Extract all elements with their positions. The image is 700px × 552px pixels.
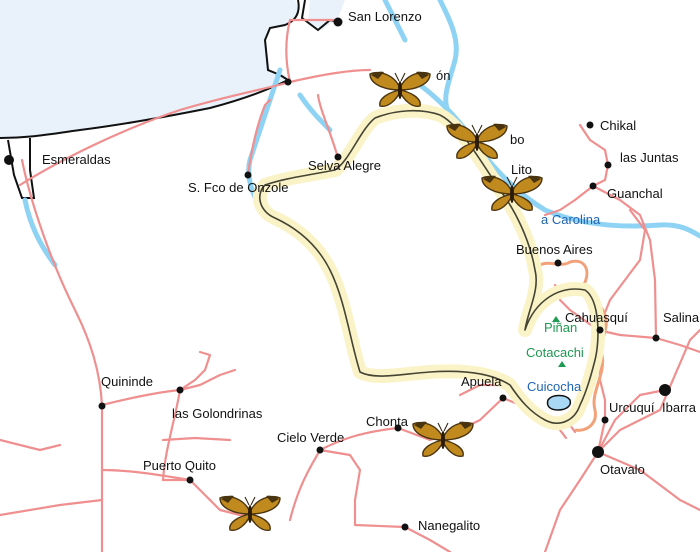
town-esmeraldas [4, 155, 14, 165]
reserve-boundary [259, 109, 599, 424]
label-lito-partial: Lito [511, 162, 532, 177]
town-junction-north [284, 78, 292, 86]
label-la-carolina: a Carolina [541, 212, 601, 227]
ocean-north [308, 0, 345, 30]
town-quininde [98, 402, 106, 410]
label-urcuqui: Urcuquí [609, 400, 655, 415]
town-san-lorenzo [333, 17, 343, 27]
label-san-lorenzo: San Lorenzo [348, 9, 422, 24]
town-s-fco-onzole [244, 171, 252, 179]
boundary-orange [539, 259, 608, 432]
butterfly-markers [219, 70, 543, 532]
label-bo-partial: bo [510, 132, 524, 147]
town-chonta [394, 424, 402, 432]
label-cuicocha: Cuicocha [527, 379, 582, 394]
label-ibarra: Ibarra [662, 400, 697, 415]
town-guanchal [589, 182, 597, 190]
town-urcuqui [601, 416, 609, 424]
label-esmeraldas: Esmeraldas [42, 152, 111, 167]
town-cielo-verde [316, 446, 324, 454]
peak-cotacachi-icon [558, 361, 566, 367]
town-las-juntas [604, 161, 612, 169]
label-chonta: Chonta [366, 414, 409, 429]
town-apuela [499, 394, 507, 402]
label-s-fco-onzole: S. Fco de Onzole [188, 180, 288, 195]
coastline [0, 0, 300, 139]
label-cahuasqui: Cahuasquí [565, 310, 628, 325]
label-selva-alegre: Selva Alegre [308, 158, 381, 173]
label-salinas: Salina [663, 310, 700, 325]
label-buenos-aires: Buenos Aires [516, 242, 593, 257]
town-otavalo [592, 446, 604, 458]
label-otavalo: Otavalo [600, 462, 645, 477]
label-las-juntas: las Juntas [620, 150, 679, 165]
label-cielo-verde: Cielo Verde [277, 430, 344, 445]
label-cotacachi: Cotacachi [526, 345, 584, 360]
butterfly-icon [412, 420, 474, 458]
label-nanegalito: Nanegalito [418, 518, 480, 533]
peak-pinan-icon [552, 316, 560, 322]
label-guanchal: Guanchal [607, 186, 663, 201]
coast-esmeraldas [7, 138, 36, 199]
town-nanegalito [401, 523, 409, 531]
label-puerto-quito: Puerto Quito [143, 458, 216, 473]
label-pinan: Piñan [544, 320, 577, 335]
town-ibarra [659, 384, 671, 396]
ocean [0, 0, 298, 138]
town-puerto-quito [186, 476, 194, 484]
butterfly-icon [369, 70, 431, 108]
label-chikal: Chikal [600, 118, 636, 133]
town-salinas [652, 334, 660, 342]
label-las-golondrinas: las Golondrinas [172, 406, 263, 421]
town-cahuasqui [596, 326, 604, 334]
town-selva-alegre [334, 153, 342, 161]
town-buenos-aires [554, 259, 562, 267]
lake-cuicocha [546, 394, 572, 411]
town-markers [4, 17, 671, 531]
label-quininde: Quininde [101, 374, 153, 389]
town-las-golondrinas [176, 386, 184, 394]
town-chikal [586, 121, 594, 129]
label-on-partial: ón [436, 68, 450, 83]
label-apuela: Apuela [461, 374, 502, 389]
place-labels: San Lorenzo ón bo Lito Chikal las Juntas… [42, 9, 700, 533]
